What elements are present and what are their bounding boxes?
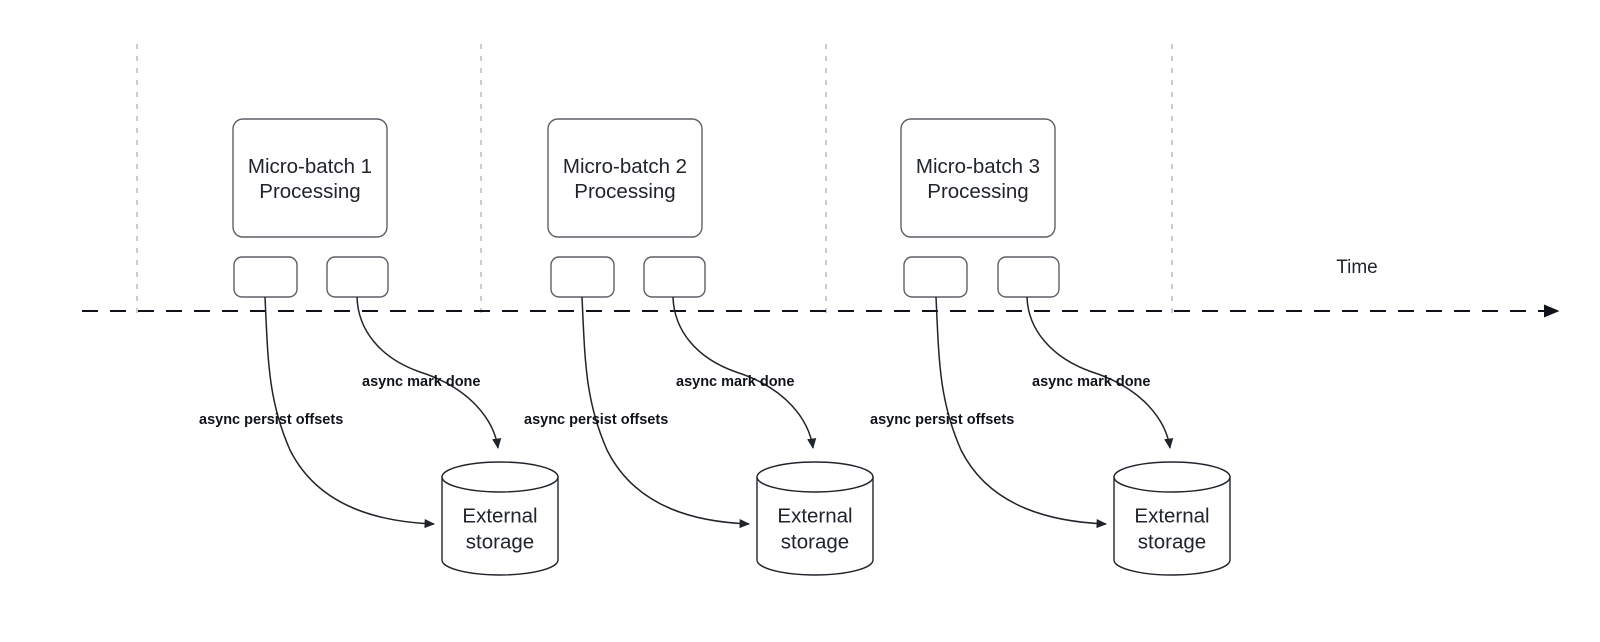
microbatch-box-shape-3 — [900, 118, 1056, 238]
storage-cylinder-top-2 — [756, 461, 874, 493]
mark-done-2-label: async mark done — [676, 374, 794, 390]
external-storage-cylinder-3[interactable]: External storage — [1113, 461, 1231, 576]
task-markdone-1-box[interactable] — [326, 256, 389, 298]
storage-cylinder-body-2 — [756, 476, 874, 576]
storage-label-line2-2: storage — [781, 531, 849, 554]
microbatch-box-shape-1 — [232, 118, 388, 238]
persist-offsets-2-curve — [581, 296, 751, 529]
mark-done-2-curve — [672, 296, 817, 450]
persist-offsets-2-label: async persist offsets — [524, 412, 668, 428]
storage-cylinder-top-1 — [441, 461, 559, 493]
persist-offsets-3-curve — [935, 296, 1108, 529]
mark-done-3-label: async mark done — [1032, 374, 1150, 390]
mark-done-1-curve — [356, 296, 502, 450]
task-markdone-2-box[interactable] — [643, 256, 706, 298]
time-axis: Time — [82, 257, 1560, 318]
storage-cylinder-top-3 — [1113, 461, 1231, 493]
storage-cylinder-body-1 — [441, 476, 559, 576]
time-axis-label: Time — [1336, 257, 1378, 278]
microbatch-box-shape-2 — [547, 118, 703, 238]
task-persist-1-box[interactable] — [233, 256, 298, 298]
storage-label-line1-3: External — [1134, 505, 1209, 528]
task-persist-3-box[interactable] — [903, 256, 968, 298]
microbatch-box-label-line2-3: Processing — [927, 180, 1028, 203]
storage-label-line1-1: External — [462, 505, 537, 528]
microbatch-box-label-line2-1: Processing — [259, 180, 360, 203]
phase-separators — [136, 44, 1173, 318]
microbatch-box-label-line1-3: Micro-batch 3 — [916, 155, 1040, 178]
storage-label-line2-1: storage — [466, 531, 534, 554]
external-storage-cylinder-2[interactable]: External storage — [756, 461, 874, 576]
storage-label-line1-2: External — [777, 505, 852, 528]
persist-offsets-1-curve — [264, 296, 436, 529]
mark-done-1-label: async mark done — [362, 374, 480, 390]
microbatch-box-label-line1-2: Micro-batch 2 — [563, 155, 687, 178]
mark-done-3-curve — [1026, 296, 1174, 450]
external-storage-cylinder-1[interactable]: External storage — [441, 461, 559, 576]
microbatch-box-label-line1-1: Micro-batch 1 — [248, 155, 372, 178]
task-markdone-3-box[interactable] — [997, 256, 1060, 298]
microbatch-box-label-line2-2: Processing — [574, 180, 675, 203]
persist-offsets-1-label: async persist offsets — [199, 412, 343, 428]
storage-label-line2-3: storage — [1138, 531, 1206, 554]
persist-offsets-3-label: async persist offsets — [870, 412, 1014, 428]
task-persist-2-box[interactable] — [550, 256, 615, 298]
storage-cylinder-body-3 — [1113, 476, 1231, 576]
